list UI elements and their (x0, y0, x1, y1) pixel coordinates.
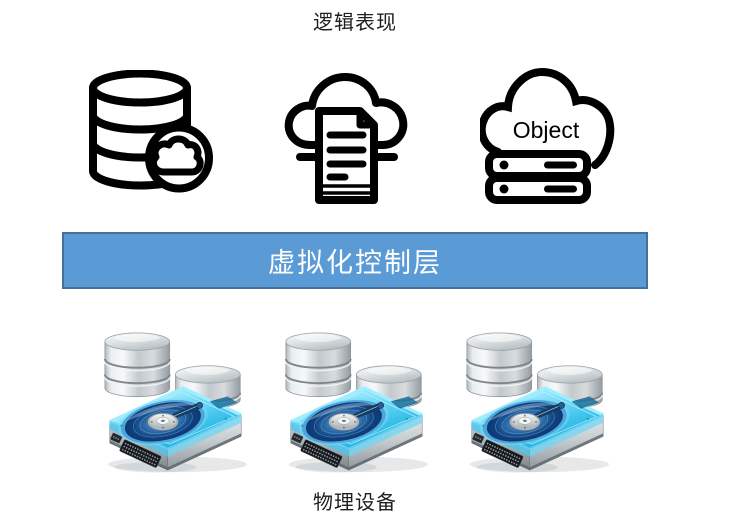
disk-array-device (102, 330, 247, 475)
banner-label: 虚拟化控制层 (268, 248, 442, 278)
physical-layer-label: 物理设备 (313, 492, 397, 514)
logical-layer-label: 逻辑表现 (313, 12, 397, 34)
object-storage-icon: Object (480, 67, 615, 204)
database-cylinder-outline (89, 70, 191, 190)
server-led-dot (499, 160, 509, 170)
cloud-outline (284, 73, 408, 149)
server-slot-bar (544, 161, 577, 169)
document-text-lines (326, 131, 367, 181)
server-led-dot (499, 184, 509, 194)
cloud-document-icon (284, 73, 408, 204)
server-rack (485, 150, 591, 204)
server-slot-bar (544, 185, 577, 193)
document (315, 107, 378, 204)
virtualization-banner: 虚拟化控制层 (62, 232, 648, 289)
content-column: 逻辑表现 (62, 12, 648, 514)
document-footer-lines (319, 184, 374, 195)
disk-array-device (283, 330, 428, 475)
object-label: Object (513, 117, 580, 143)
physical-device-row (102, 330, 609, 475)
cloud-icon (149, 135, 204, 176)
cloud-outline (480, 67, 615, 169)
database-cloud-icon (89, 70, 213, 193)
disk-array-device (464, 330, 609, 475)
logical-icon-row: Object (88, 64, 622, 210)
